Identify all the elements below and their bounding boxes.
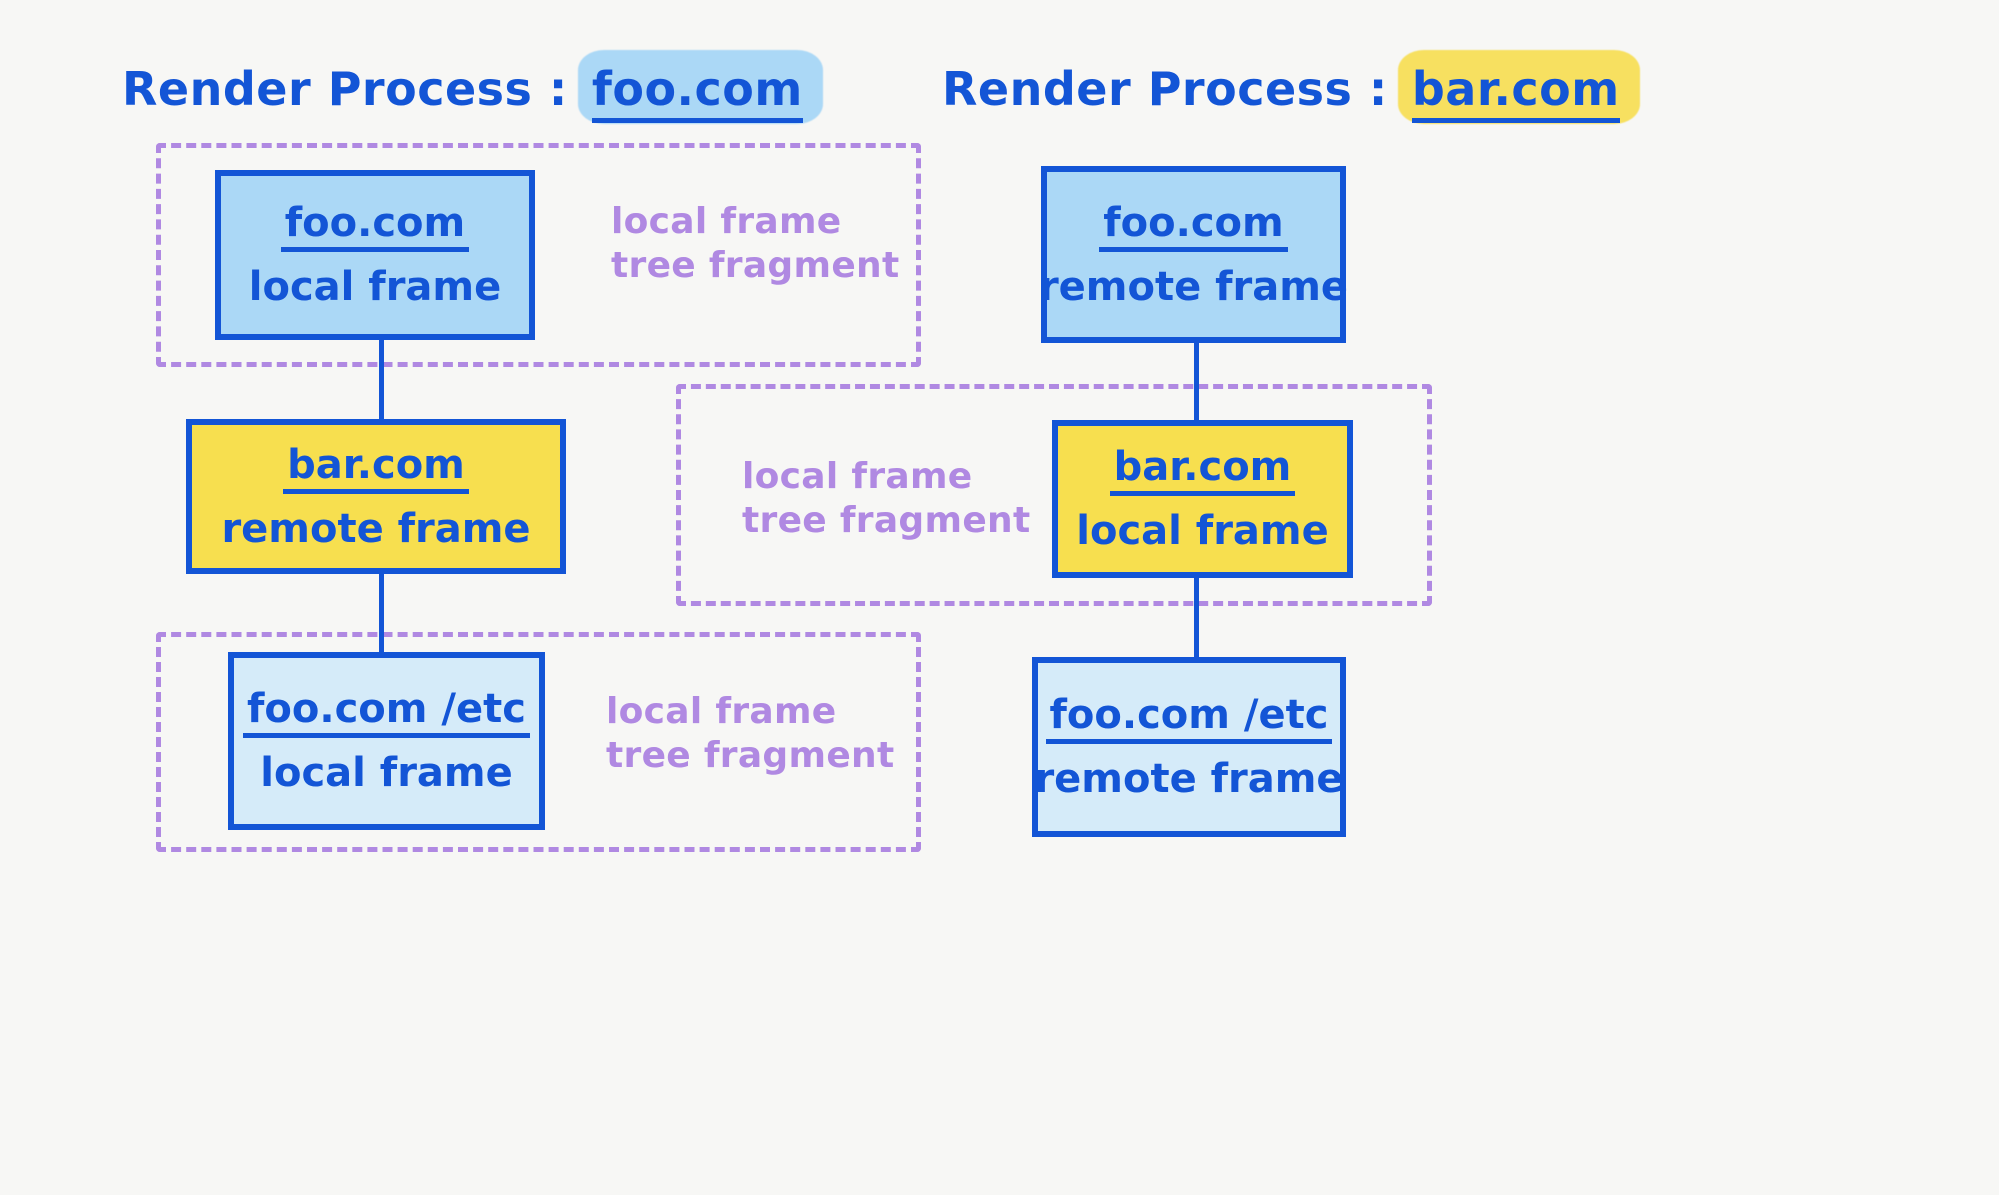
frame-kind: local frame	[260, 750, 513, 796]
fragment-region-middle	[676, 384, 1432, 606]
frame-origin: foo.com /etc	[1045, 694, 1333, 744]
fragment-label-left-bottom: local frame tree fragment	[606, 691, 895, 776]
frame-origin: foo.com	[1099, 202, 1288, 252]
heading-right-target: bar.com	[1411, 62, 1620, 123]
frame-origin: foo.com	[280, 202, 470, 252]
frame-box-right-fooetc-remote[interactable]: foo.com /etc remote frame	[1032, 657, 1346, 837]
heading-right-target-wrap: bar.com	[1397, 50, 1640, 124]
frame-box-right-bar-local[interactable]: bar.com local frame	[1052, 420, 1353, 578]
heading-right-lead: Render Process :	[942, 62, 1388, 116]
frame-kind: remote frame	[221, 505, 531, 552]
frame-origin: bar.com	[1109, 446, 1296, 496]
frame-kind: remote frame	[1038, 263, 1349, 310]
edge-right-2-to-3	[1194, 578, 1199, 658]
frame-kind: remote frame	[1034, 756, 1344, 802]
frame-box-left-bar-remote[interactable]: bar.com remote frame	[186, 419, 566, 574]
heading-render-process-bar: Render Process : bar.com	[942, 50, 1640, 124]
fragment-region-left-bottom	[156, 632, 921, 852]
edge-left-1-to-2	[379, 338, 384, 428]
heading-left-lead: Render Process :	[122, 62, 568, 116]
heading-left-target-wrap: foo.com	[577, 50, 823, 124]
fragment-region-left-top	[156, 143, 921, 367]
frame-kind: local frame	[248, 264, 502, 310]
frame-origin: bar.com	[283, 444, 469, 494]
heading-render-process-foo: Render Process : foo.com	[122, 50, 823, 124]
highlight-marker-blue	[577, 50, 823, 124]
frame-box-left-fooetc-local[interactable]: foo.com /etc local frame	[228, 652, 545, 830]
frame-box-right-foo-remote[interactable]: foo.com remote frame	[1038, 166, 1349, 343]
frame-kind: local frame	[1076, 508, 1329, 554]
edge-left-2-to-3	[379, 572, 384, 662]
frame-origin: foo.com /etc	[243, 688, 530, 738]
fragment-label-middle: local frame tree fragment	[742, 456, 1031, 541]
edge-right-1-to-2	[1194, 343, 1199, 423]
frame-box-left-foo-local[interactable]: foo.com local frame	[215, 170, 535, 340]
highlight-marker-yellow	[1397, 50, 1640, 124]
fragment-label-left-top: local frame tree fragment	[611, 201, 900, 286]
heading-left-target: foo.com	[591, 62, 803, 123]
